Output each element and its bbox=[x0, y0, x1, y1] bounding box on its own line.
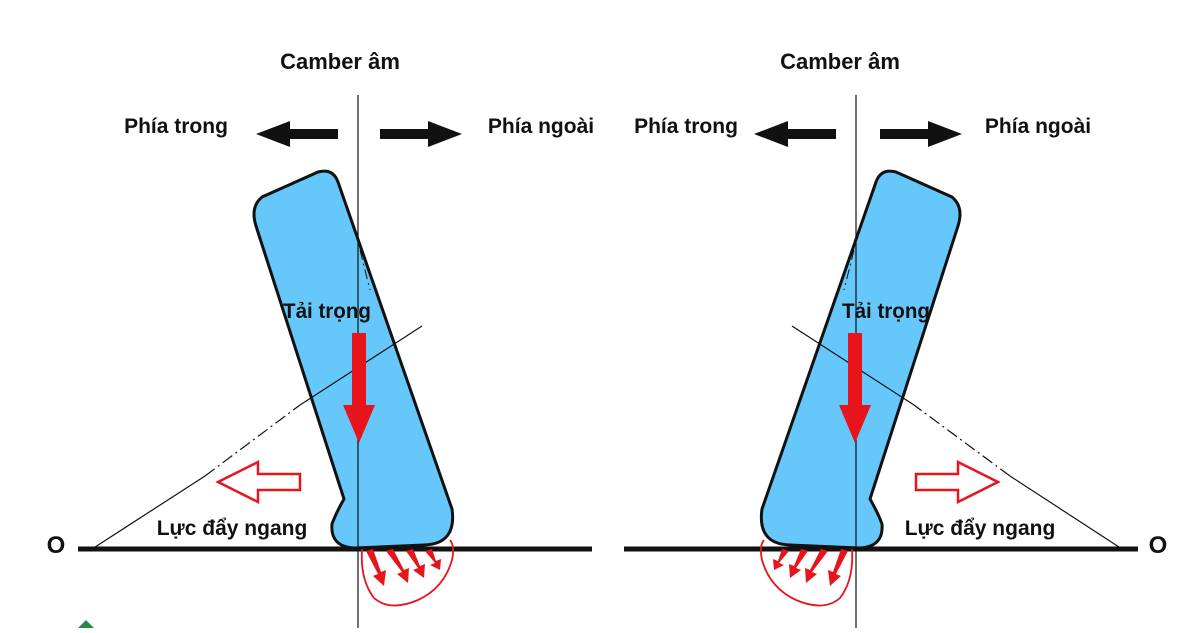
load-label: Tải trọng bbox=[842, 300, 930, 323]
tire-centerline bbox=[359, 249, 371, 291]
tire-centerline bbox=[843, 249, 855, 291]
camber-angle-line bbox=[1009, 475, 1123, 550]
inner-side-label: Phía trong bbox=[124, 115, 228, 138]
inner-side-label: Phía trong bbox=[634, 115, 738, 138]
camber-angle-line-dashed bbox=[204, 404, 301, 477]
load-arrow-icon bbox=[839, 333, 871, 443]
panel-left: Camber âm Phía trong Phía ngoài O Tải tr… bbox=[47, 49, 594, 628]
panel-title: Camber âm bbox=[780, 49, 900, 74]
outward-arrow-icon bbox=[880, 121, 962, 147]
inward-arrow-icon bbox=[256, 121, 338, 147]
outward-arrow-icon bbox=[380, 121, 462, 147]
lateral-force-arrow-icon bbox=[914, 459, 1001, 505]
contact-pressure-outline bbox=[360, 539, 455, 607]
load-arrow-icon bbox=[343, 333, 375, 443]
inward-arrow-icon bbox=[754, 121, 836, 147]
lateral-force-label: Lực đẩy ngang bbox=[905, 517, 1056, 540]
panel-title: Camber âm bbox=[280, 49, 400, 74]
camber-angle-line bbox=[91, 475, 206, 550]
logo-fragment-icon bbox=[78, 620, 94, 628]
origin-label: O bbox=[47, 532, 66, 559]
lateral-force-arrow-icon bbox=[215, 459, 302, 505]
contact-pressure-outline bbox=[759, 539, 854, 607]
outer-side-label: Phía ngoài bbox=[985, 115, 1091, 138]
origin-label: O bbox=[1149, 532, 1168, 559]
pressure-arrows-icon bbox=[773, 549, 848, 586]
lateral-force-label: Lực đẩy ngang bbox=[157, 517, 308, 540]
pressure-arrows-icon bbox=[366, 549, 441, 586]
camber-angle-line-dashed bbox=[913, 404, 1011, 477]
panel-right: Camber âm Phía trong Phía ngoài O Tải tr… bbox=[624, 49, 1167, 628]
outer-side-label: Phía ngoài bbox=[488, 115, 594, 138]
load-label: Tải trọng bbox=[283, 300, 371, 323]
